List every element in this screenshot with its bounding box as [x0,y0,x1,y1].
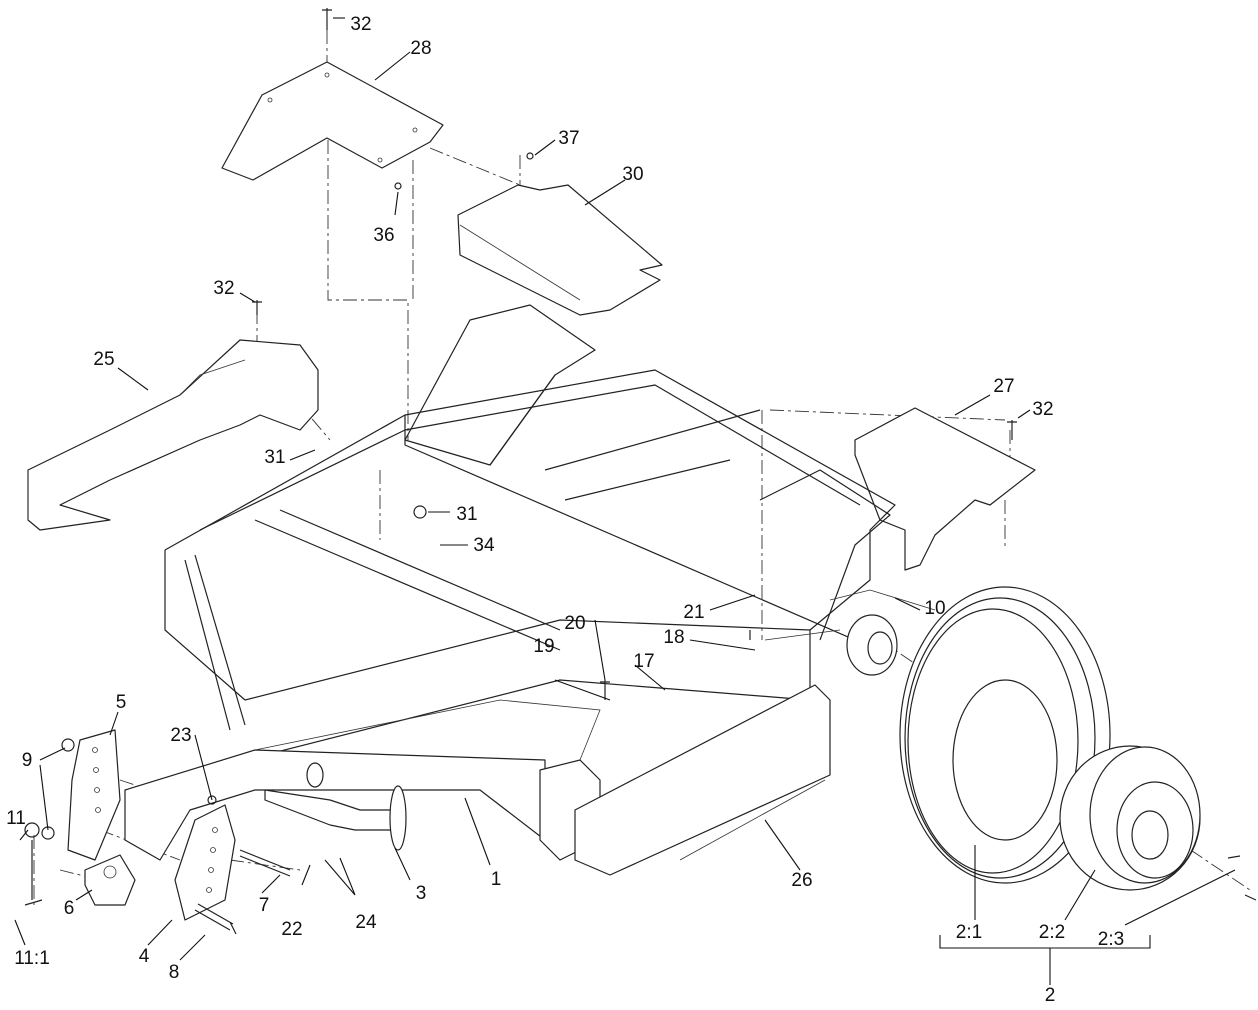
main-frame [164,304,896,761]
pin-8 [194,903,237,935]
callout-20: 20 [564,613,585,634]
jack-stand [264,762,407,851]
callout-36: 36 [373,225,394,246]
callout-8: 8 [169,962,180,983]
callout-19: 19 [533,636,554,657]
callout-26: 26 [791,870,812,891]
callout-7: 7 [259,895,270,916]
callouts: 32 28 37 30 36 32 25 27 32 31 31 34 10 2… [6,14,1124,1006]
tire [899,586,1111,884]
callout-27: 27 [993,376,1014,397]
callout-28: 28 [410,38,431,59]
callout-24: 24 [355,912,377,933]
callout-32-top: 32 [350,14,371,35]
left-shield [27,339,319,531]
wheel-hub [764,589,936,676]
callout-5: 5 [116,692,127,713]
callout-2-3: 2:3 [1098,929,1124,950]
callout-11-1: 11:1 [14,948,50,969]
callout-30: 30 [622,164,643,185]
center-cover [457,184,663,316]
hitch-bracket-4 [174,804,236,921]
callout-17: 17 [633,651,654,672]
callout-10: 10 [924,598,945,619]
callout-2-2: 2:2 [1039,922,1065,943]
callout-6: 6 [64,898,75,919]
callout-31-lower: 31 [456,504,477,525]
lynch-pin [24,822,43,906]
callout-4: 4 [139,946,150,967]
callout-9: 9 [22,750,33,771]
callout-18: 18 [663,627,684,648]
callout-32-right: 32 [1032,399,1053,420]
alignment-lines [33,30,1251,905]
callout-11: 11 [6,808,26,829]
callout-1: 1 [491,869,502,890]
right-skid [574,684,831,876]
callout-22: 22 [281,919,302,940]
callout-23: 23 [170,725,191,746]
rim [1059,745,1201,891]
callout-34: 34 [473,535,495,556]
clevis [84,854,136,906]
callout-37: 37 [558,128,579,149]
pin-7 [239,849,291,877]
callout-21: 21 [683,602,704,623]
right-shield [854,407,1036,571]
hitch-bracket-5 [67,729,121,861]
callout-3: 3 [416,883,427,904]
callout-2-1: 2:1 [956,922,982,943]
top-cover-plate [221,61,444,181]
leader-lines [14,17,1236,985]
hardware [41,8,1257,901]
callout-32-left: 32 [213,278,234,299]
callout-25: 25 [93,349,114,370]
callout-2: 2 [1045,985,1056,1005]
callout-31-upper: 31 [264,447,285,468]
